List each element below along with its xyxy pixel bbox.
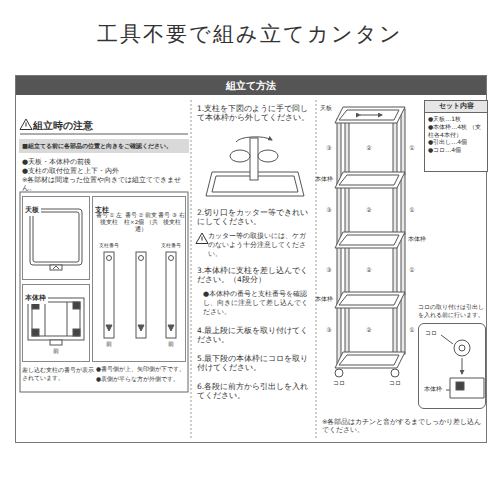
node-heading: 組立て方法 — [16, 76, 486, 95]
node-text: ●本体枠…4枚 （支柱各4本付） — [425, 123, 487, 139]
step-text: ●本体枠の番号と支柱番号を確認し、向きに注意して差し込んでください。 — [203, 290, 311, 316]
notice-box: ■組立てる前に各部品の位置と向きをご確認ください。 — [19, 139, 189, 153]
part-label: 天板 — [318, 104, 334, 112]
callout-number: ① — [407, 326, 417, 334]
note-text: ※各部材は間違った位置や向きでは組立てできません。 — [22, 176, 190, 192]
callout-number: ③ — [324, 326, 334, 334]
part-box: 天板 — [22, 196, 90, 280]
note-text: ※各部品はカチンと音がするまでしっかり差し込んでください。 — [322, 418, 487, 434]
column-divider — [316, 100, 317, 438]
callout-number: ① — [407, 206, 417, 214]
part-label: コロ — [387, 380, 403, 387]
callout-number: ③ — [324, 266, 334, 274]
note-text: ●天板・本体枠の前後 — [22, 158, 188, 167]
caster-drawing — [441, 335, 484, 398]
page-title: 工具不要で組み立てカンタン — [0, 22, 500, 47]
node-heading: 天板 — [23, 205, 41, 216]
warning-icon — [196, 233, 208, 244]
node-heading: コロ — [425, 329, 437, 336]
note-text: コロの取り付けは引出しを入れる前に行います。 — [418, 303, 488, 318]
node-text: ●コロ…4個 — [425, 146, 487, 154]
twist-drawing — [206, 137, 304, 196]
callout-number: ③ — [324, 206, 334, 214]
caution-text: カッター等の取扱いには、ケガのないよう十分注意してください。 — [208, 232, 311, 258]
part-label: 支柱番号 — [97, 242, 121, 248]
node-heading: 本体枠 — [23, 293, 48, 304]
node-text: ●引出し…4個 — [425, 138, 487, 146]
parts-frame — [20, 192, 188, 392]
warning-icon — [20, 119, 32, 130]
callout-number: ② — [364, 144, 374, 152]
note-text: ●番号側が上、矢印側が下です。 — [96, 366, 187, 373]
part-label: 支柱番号 — [159, 242, 183, 248]
frame-drawing — [28, 298, 84, 345]
step-text: 3.本体枠に支柱を差し込んでください。（4段分） — [197, 266, 311, 285]
step-text: 2.切り口をカッター等できれいにしてください。 — [197, 208, 311, 227]
callout-number: ② — [364, 206, 374, 214]
part-label: 本体枠 — [314, 296, 334, 303]
callout-number: ② — [364, 326, 374, 334]
callout-number: ① — [407, 144, 417, 152]
node-text: 本体枠 — [424, 385, 442, 392]
part-label: コロ — [331, 380, 347, 387]
part-number: 番号 ③ 右後支柱 — [158, 212, 185, 226]
part-label: 前 — [104, 341, 114, 348]
top-board-drawing — [30, 209, 82, 270]
part-number: 番号 ① 左後支柱 — [95, 212, 123, 226]
part-number: 番号 ② 前支柱×2個 （共通） — [123, 212, 159, 233]
note-text: ●支柱の取付位置と上下・内外 — [22, 167, 188, 176]
caution-heading: 組立時の注意 — [33, 120, 183, 132]
caster-inset: コロ本体枠 — [418, 323, 486, 409]
part-label: 前 — [166, 341, 176, 348]
contents-box: セット内容●天板…1枚●本体枠…4枚 （支柱各4本付）●引出し…4個●コロ…4個 — [424, 100, 488, 172]
part-label: 本体枠 — [407, 236, 427, 243]
callout-number: ② — [364, 266, 374, 274]
note-text: 差し込む支柱の番号が表示されています。 — [22, 366, 96, 381]
post-drawing — [104, 252, 176, 338]
node-text: ●天板…1枚 — [425, 113, 487, 123]
step-text: 4.最上段に天板を取り付けてください。 — [197, 326, 311, 345]
note-text: ●表側が平らな方が外側です。 — [96, 376, 187, 383]
step-text: 5.最下段の本体枠にコロを取り付けてください。 — [197, 354, 311, 373]
node-heading: セット内容 — [425, 101, 487, 113]
column-divider — [191, 100, 192, 438]
step-text: 6.各段に前方から引出しを入れてください。 — [197, 382, 311, 401]
exploded-view — [335, 107, 405, 377]
callout-number: ③ — [324, 144, 334, 152]
part-label: 前 — [51, 348, 61, 355]
step-text: 1.支柱を下図のように手で回して本体枠から外してください。 — [197, 104, 311, 123]
node-heading: ■組立てる前に各部品の位置と向きをご確認ください。 — [22, 141, 186, 151]
part-label: 本体枠 — [314, 176, 334, 183]
callout-number: ① — [407, 266, 417, 274]
